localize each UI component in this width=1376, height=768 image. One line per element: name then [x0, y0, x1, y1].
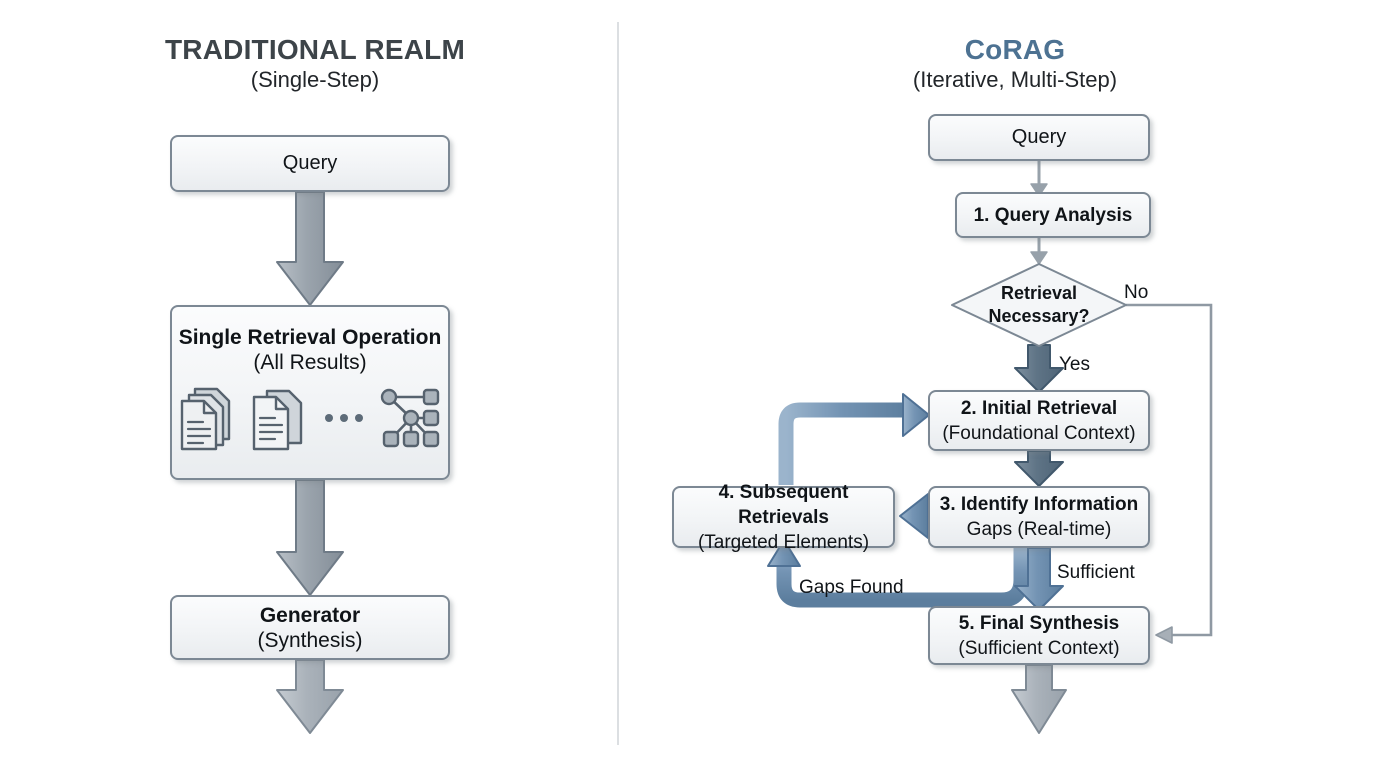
right-arrow-query-to-analysis	[1030, 161, 1048, 197]
edge-label-gaps-found: Gaps Found	[799, 577, 904, 598]
document-stack-icon	[180, 387, 231, 451]
edge-label-no: No	[1124, 282, 1149, 303]
right-node-query[interactable]: Query	[928, 114, 1150, 161]
right-node-final-synthesis[interactable]: 5. Final Synthesis (Sufficient Context)	[928, 606, 1150, 665]
right-node-query-analysis-label: 1. Query Analysis	[973, 204, 1133, 226]
right-node-final-synthesis-line2: (Sufficient Context)	[958, 637, 1120, 659]
edge-label-yes: Yes	[1059, 354, 1090, 375]
right-node-query-analysis[interactable]: 1. Query Analysis	[955, 192, 1151, 238]
left-node-query-label: Query	[282, 152, 338, 174]
left-node-single-retrieval-line2: (All Results)	[253, 351, 367, 374]
right-node-query-label: Query	[1011, 126, 1067, 148]
right-arrow-initial-to-gaps	[1014, 450, 1064, 487]
right-node-identify-gaps-line1: 3. Identify Information	[939, 494, 1139, 515]
right-arrow-yes-to-initial-retrieval	[1014, 344, 1064, 393]
left-node-single-retrieval-line1: Single Retrieval Operation	[178, 326, 442, 349]
left-node-single-retrieval[interactable]: Single Retrieval Operation (All Results)	[170, 305, 450, 480]
left-arrow-generator-output	[276, 659, 344, 734]
panel-divider	[617, 22, 619, 745]
left-arrow-retrieval-to-generator	[276, 479, 344, 596]
right-arrow-gaps-to-subsequent	[899, 493, 930, 539]
ellipsis-icon	[321, 414, 367, 422]
right-arrow-final-output	[1011, 664, 1067, 734]
right-panel-title: CoRAG (Iterative, Multi-Step)	[790, 34, 1240, 94]
left-title-sub: (Single-Step)	[250, 67, 380, 92]
decision-label: Retrieval Necessary?	[988, 282, 1089, 328]
right-node-identify-gaps[interactable]: 3. Identify Information Gaps (Real-time)	[928, 486, 1150, 548]
right-node-decision[interactable]: Retrieval Necessary?	[952, 264, 1126, 346]
left-arrow-query-to-retrieval	[276, 191, 344, 306]
right-node-initial-retrieval-line1: 2. Initial Retrieval	[960, 397, 1118, 419]
right-node-subsequent-retrievals-line2: (Targeted Elements)	[697, 531, 870, 553]
right-node-final-synthesis-line1: 5. Final Synthesis	[958, 612, 1120, 634]
left-node-generator-line2: (Synthesis)	[257, 628, 363, 652]
document-stack-icon	[252, 389, 303, 451]
right-node-initial-retrieval-line2: (Foundational Context)	[942, 422, 1136, 444]
right-arrow-sufficient-to-final	[1014, 547, 1064, 611]
right-node-subsequent-retrievals[interactable]: 4. Subsequent Retrievals (Targeted Eleme…	[672, 482, 895, 553]
left-panel-title: TRADITIONAL REALM (Single-Step)	[90, 34, 540, 94]
knowledge-graph-icon	[380, 388, 440, 448]
right-title-main: CoRAG	[964, 34, 1066, 65]
left-node-generator[interactable]: Generator (Synthesis)	[170, 595, 450, 660]
left-node-query[interactable]: Query	[170, 135, 450, 192]
right-title-sub: (Iterative, Multi-Step)	[912, 67, 1118, 92]
decision-line1: Retrieval	[1000, 283, 1078, 303]
decision-line2: Necessary?	[988, 306, 1090, 326]
right-arrow-subsequent-to-initial-loop	[778, 393, 930, 485]
right-node-subsequent-retrievals-line1: 4. Subsequent Retrievals	[718, 481, 849, 528]
edge-label-sufficient: Sufficient	[1057, 562, 1135, 583]
right-arrow-no-to-final-synthesis	[1126, 303, 1213, 644]
retrieval-icon-row	[177, 385, 443, 451]
left-title-main: TRADITIONAL REALM	[165, 34, 465, 65]
right-node-initial-retrieval[interactable]: 2. Initial Retrieval (Foundational Conte…	[928, 390, 1150, 451]
left-node-generator-line1: Generator	[259, 603, 361, 627]
right-node-identify-gaps-line2: Gaps (Real-time)	[966, 519, 1112, 540]
right-arrow-analysis-to-decision	[1030, 238, 1048, 265]
